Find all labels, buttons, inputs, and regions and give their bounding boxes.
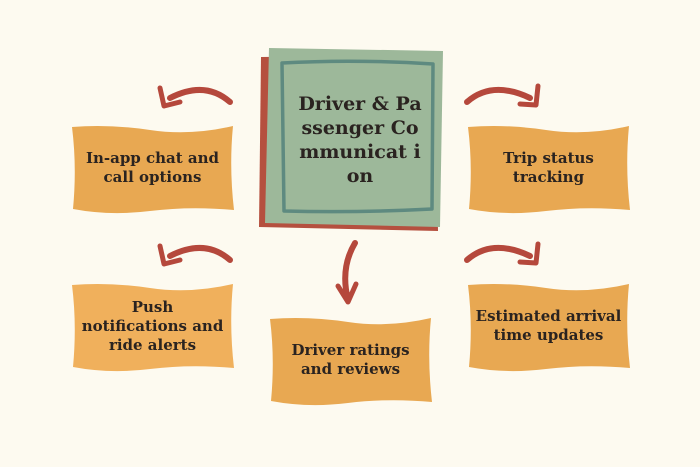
node-driver-ratings: Driver ratings and reviews bbox=[268, 314, 433, 406]
node-trip-status: Trip status tracking bbox=[466, 122, 631, 214]
node-label: Estimated arrival time updates bbox=[475, 307, 622, 344]
node-label: In-app chat and call options bbox=[85, 149, 220, 186]
center-node: Driver & Passenger Communicat ion bbox=[255, 45, 445, 235]
arrow-to-estimated-arrival bbox=[464, 241, 541, 266]
arrow-to-driver-ratings bbox=[335, 240, 359, 305]
center-title: Driver & Passenger Communicat ion bbox=[298, 93, 422, 187]
node-estimated-arrival: Estimated arrival time updates bbox=[466, 280, 631, 372]
center-node-shape bbox=[259, 48, 443, 231]
arrow-to-trip-status bbox=[464, 83, 541, 108]
node-in-app-chat: In-app chat and call options bbox=[70, 122, 235, 214]
node-push-notifications: Push notifications and ride alerts bbox=[70, 280, 235, 372]
arrow-to-in-app-chat bbox=[157, 85, 233, 109]
arrow-to-push-notifications bbox=[157, 243, 233, 267]
node-label: Push notifications and ride alerts bbox=[81, 297, 224, 354]
node-label: Trip status tracking bbox=[503, 149, 594, 186]
node-label: Driver ratings and reviews bbox=[291, 341, 410, 378]
